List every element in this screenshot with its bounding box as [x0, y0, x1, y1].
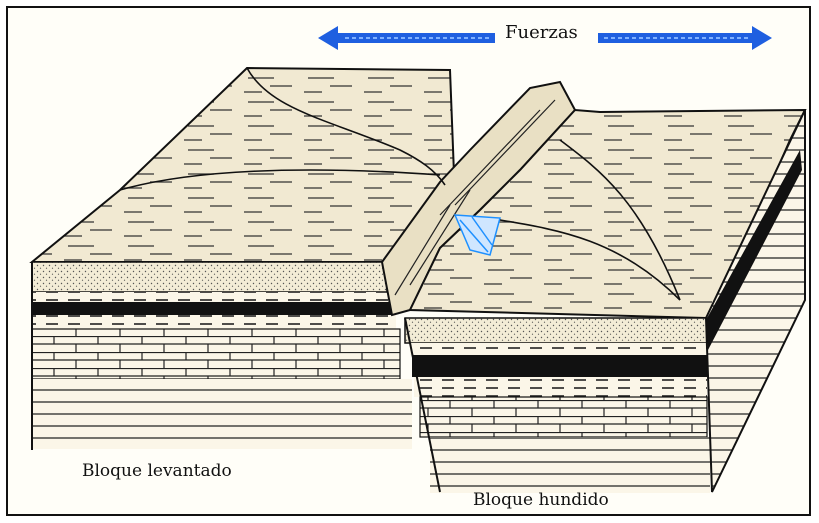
forces-label: Fuerzas: [505, 22, 578, 43]
limestone-layer: [31, 328, 401, 380]
coal-layer: [32, 302, 394, 315]
sunken-block-label: Bloque hundido: [473, 490, 609, 510]
raised-block: [29, 66, 457, 450]
forces-arrows: [318, 26, 772, 50]
raised-block-surface: [29, 66, 457, 263]
shale-layer: [32, 379, 412, 449]
surface-cracks: [119, 67, 681, 301]
dashed-layer: [32, 292, 392, 302]
sunken-block: [404, 108, 807, 493]
arrow-left-icon: [318, 26, 495, 50]
arrow-right-icon: [598, 26, 772, 50]
stream: [453, 214, 501, 256]
sand-layer: [31, 261, 388, 293]
raised-block-label: Bloque levantado: [82, 461, 232, 481]
